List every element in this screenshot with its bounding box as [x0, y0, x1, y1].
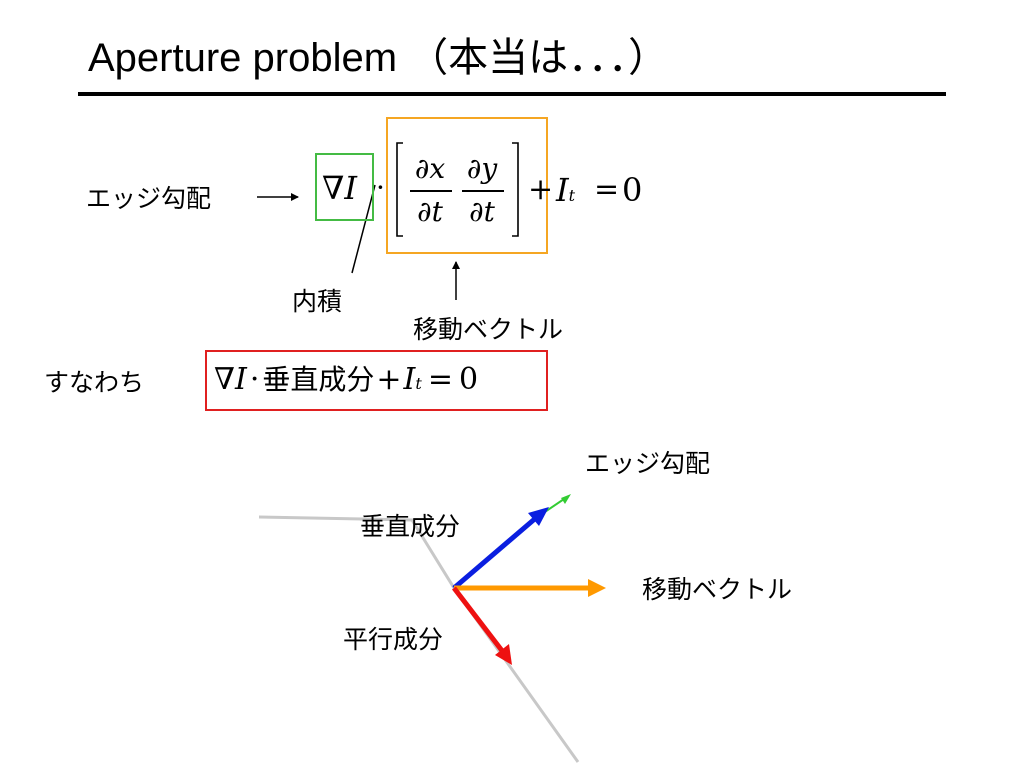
- inner-product-leader: [351, 184, 376, 274]
- dx-numerator: ∂x: [414, 152, 446, 185]
- edge-gradient-arrowhead: [561, 494, 571, 504]
- plus-operator: +: [528, 172, 554, 207]
- nabla-i-term: ∇I: [322, 169, 357, 207]
- parallel-component-arrow: [452, 586, 505, 654]
- summary-equation: ∇I·垂直成分+It=0: [214, 362, 479, 397]
- parallel-arrowhead: [495, 644, 512, 665]
- motion-vector-label: 移動ベクトル: [413, 315, 564, 344]
- fraction-bar-y: [462, 190, 504, 192]
- gradient-highlight-box: [315, 153, 374, 221]
- dt-denominator-1: ∂t: [417, 195, 443, 228]
- motion-vector-highlight-box: [386, 117, 548, 254]
- perpendicular-arrowhead: [528, 507, 549, 526]
- perpendicular-component-arrow: [452, 515, 539, 590]
- edge-line: [258, 515, 580, 763]
- diagram-edge-gradient-label: エッジ勾配: [585, 449, 711, 478]
- equals-sign: =: [594, 172, 620, 207]
- summary-equation-box: [205, 350, 548, 411]
- title-underline: [78, 92, 946, 96]
- it-term: It: [556, 171, 576, 209]
- slide-title: Aperture problem （本当は．．．）: [88, 36, 669, 80]
- diagram-motion-vector-label: 移動ベクトル: [642, 575, 793, 604]
- dt-denominator-2: ∂t: [469, 195, 495, 228]
- dot-operator: ·: [376, 171, 385, 204]
- edge-gradient-label: エッジ勾配: [86, 184, 212, 213]
- zero-value: 0: [622, 171, 643, 209]
- diagram-perpendicular-label: 垂直成分: [360, 512, 461, 541]
- motion-vector-arrowhead: [588, 579, 606, 597]
- fraction-bar-x: [410, 190, 452, 192]
- inner-product-label: 内積: [292, 287, 343, 316]
- therefore-label: すなわち: [44, 368, 145, 397]
- diagram-parallel-label: 平行成分: [343, 625, 444, 654]
- dy-numerator: ∂y: [466, 152, 498, 185]
